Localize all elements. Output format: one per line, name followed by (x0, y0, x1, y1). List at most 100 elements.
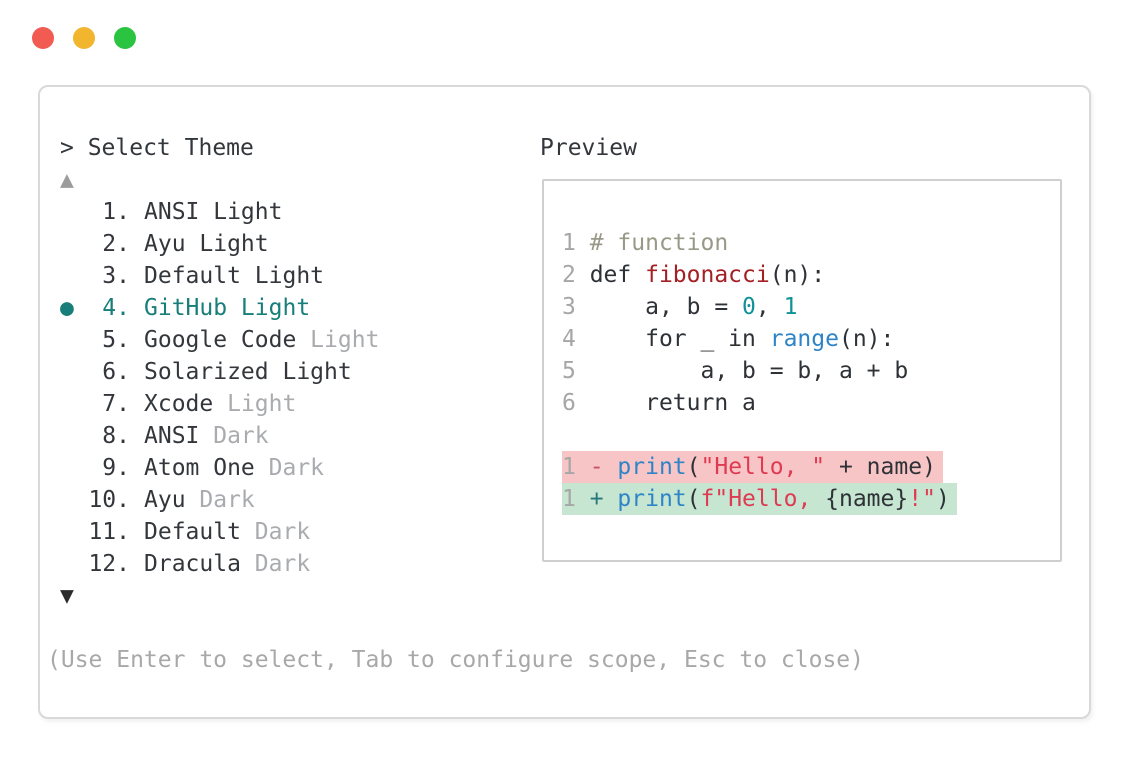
theme-number: 7. (102, 391, 130, 417)
code-text: 1 # function (562, 227, 728, 259)
token-builtin: print (617, 454, 687, 480)
token-plain: return a (589, 390, 756, 416)
window-controls (32, 27, 136, 49)
line-number: 1 (562, 454, 590, 480)
code-line: 3 a, b = 0, 1 (562, 291, 1060, 323)
theme-number: 9. (102, 455, 130, 481)
bullet-spacer (60, 260, 88, 292)
line-number: 6 (562, 390, 590, 416)
code-text: 6 return a (562, 387, 756, 419)
token-plain: (n): (769, 262, 826, 288)
keyboard-help-text: (Use Enter to select, Tab to configure s… (47, 647, 864, 673)
theme-number: 8. (102, 423, 130, 449)
theme-number: 3. (102, 263, 130, 289)
code-line: 1 # function (562, 227, 1060, 259)
line-number: 1 (562, 230, 590, 256)
scroll-up-icon[interactable]: ▲ (60, 167, 74, 193)
theme-name: Solarized Light (144, 359, 352, 385)
token-str: "Hello, " (700, 454, 826, 480)
theme-list-item[interactable]: 9. Atom One Dark (60, 452, 864, 484)
bullet-spacer (60, 548, 88, 580)
code-line: 2 def fibonacci(n): (562, 259, 1060, 291)
token-builtin: range (769, 326, 839, 352)
line-number: 1 (562, 486, 590, 512)
bullet-spacer (60, 388, 88, 420)
bullet-spacer (60, 484, 88, 516)
theme-list-item[interactable]: 5.Google Code Light (60, 324, 864, 356)
code-blank-line (562, 419, 1060, 451)
theme-list-item[interactable]: 10.Ayu Dark (60, 484, 864, 516)
theme-list-item[interactable]: 1.ANSI Light (60, 196, 864, 228)
bullet-spacer (60, 452, 88, 484)
theme-name: Ayu (144, 487, 186, 513)
theme-name-muted: Dark (240, 519, 311, 545)
token-plain: for _ in (589, 326, 770, 352)
token-plain: ) (935, 486, 950, 512)
token-plain: , (755, 294, 784, 320)
code-line: 6 return a (562, 387, 1060, 419)
select-theme-prompt: > Select Theme (60, 135, 254, 161)
theme-list-item[interactable]: 12.Dracula Dark (60, 548, 864, 580)
bullet-spacer (60, 356, 88, 388)
code-text: 3 a, b = 0, 1 (562, 291, 797, 323)
theme-name: ANSI (144, 423, 200, 449)
theme-name-muted: Light (296, 327, 380, 353)
theme-number: 5. (102, 327, 130, 353)
code-line: 4 for _ in range(n): (562, 323, 1060, 355)
theme-name-muted: Dark (254, 455, 325, 481)
bullet-spacer (60, 196, 88, 228)
diff-removed-highlight: 1 - print("Hello, " + name) (562, 451, 943, 483)
token-plain: a, b = b, a + b (589, 358, 909, 384)
close-button[interactable] (32, 27, 54, 49)
theme-list-item[interactable]: 11.Default Dark (60, 516, 864, 548)
theme-name-muted: Dark (199, 423, 269, 449)
bullet-spacer (60, 324, 88, 356)
token-fn: fibonacci (645, 262, 770, 288)
line-number: 3 (562, 294, 590, 320)
theme-list-item[interactable]: ●4.GitHub Light (60, 292, 864, 324)
token-plain: def (589, 262, 646, 288)
theme-name-muted: Light (213, 391, 297, 417)
theme-list-item[interactable]: 2.Ayu Light (60, 228, 864, 260)
theme-list-item[interactable]: 7. Xcode Light (60, 388, 864, 420)
theme-name: Xcode (144, 391, 214, 417)
token-builtin: print (617, 486, 687, 512)
token-str: !" (908, 486, 936, 512)
selected-bullet-icon: ● (60, 295, 74, 321)
line-number: 4 (562, 326, 590, 352)
token-plain: (n): (838, 326, 895, 352)
scroll-down-icon[interactable]: ▼ (60, 583, 74, 609)
theme-name-muted: Dark (240, 551, 311, 577)
token-plain: a, b = (589, 294, 743, 320)
token-plus: + (589, 486, 618, 512)
theme-name: Default Light (144, 263, 325, 289)
token-num: 0 (742, 294, 756, 320)
bullet-spacer (60, 516, 88, 548)
zoom-button[interactable] (114, 27, 136, 49)
code-line: 1 - print("Hello, " + name) (562, 451, 1060, 483)
token-plain: ( (686, 486, 701, 512)
token-str: f"Hello, (700, 486, 826, 512)
theme-name: Atom One (144, 455, 255, 481)
theme-list-item[interactable]: 6.Solarized Light (60, 356, 864, 388)
theme-list-item[interactable]: 3. Default Light (60, 260, 864, 292)
theme-number: 4. (102, 295, 130, 321)
theme-name-muted: Dark (185, 487, 255, 513)
theme-name: Dracula (144, 551, 241, 577)
token-plain: + name) (825, 454, 936, 480)
code-line: 1 + print(f"Hello, {name}!") (562, 483, 1060, 515)
token-num: 1 (783, 294, 798, 320)
token-minus: - (589, 454, 618, 480)
bullet-spacer (60, 420, 88, 452)
theme-name: ANSI Light (144, 199, 283, 225)
theme-list-item[interactable]: 8. ANSI Dark (60, 420, 864, 452)
code-text: 2 def fibonacci(n): (562, 259, 825, 291)
code-line: 5 a, b = b, a + b (562, 355, 1060, 387)
token-comment: # function (589, 230, 729, 256)
minimize-button[interactable] (73, 27, 95, 49)
line-number: 2 (562, 262, 590, 288)
token-plain: {name} (825, 486, 909, 512)
